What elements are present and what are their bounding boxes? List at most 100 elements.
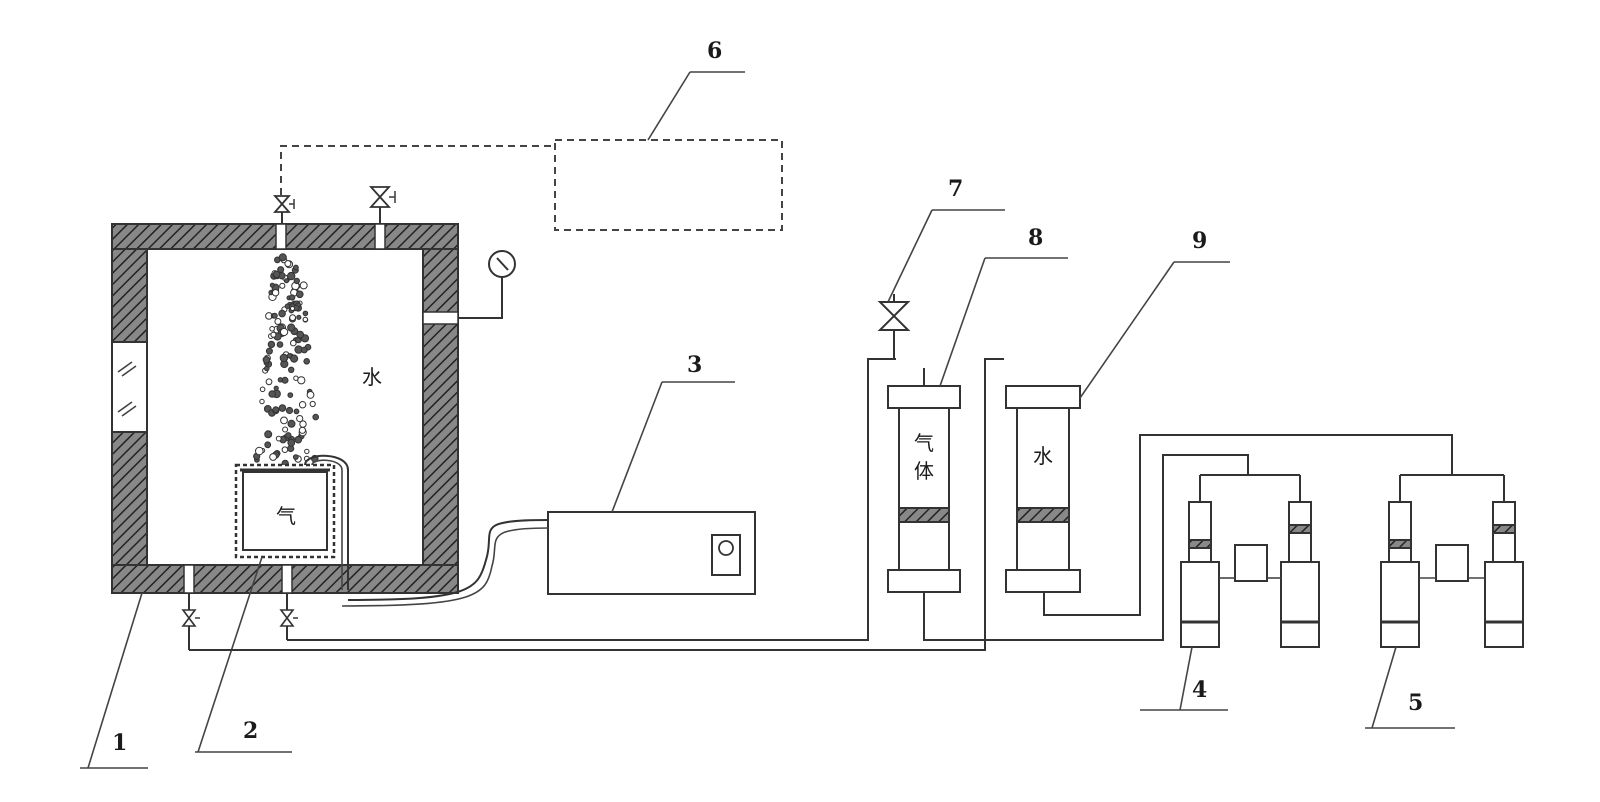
bubble — [277, 377, 284, 383]
distribution-piping — [1150, 454, 1505, 641]
bubble — [279, 282, 286, 289]
bubble — [300, 346, 308, 354]
bubble — [293, 408, 300, 415]
bubble — [285, 406, 294, 415]
bubble — [287, 392, 294, 399]
pressure-gauge-icon — [458, 250, 516, 319]
bubble — [287, 419, 296, 428]
bubble — [296, 415, 304, 423]
bubble — [306, 391, 315, 399]
tank-water-text: 水 — [362, 365, 382, 389]
label-6: 6 — [707, 38, 722, 64]
label-4: 4 — [1192, 677, 1207, 703]
bubble — [275, 435, 282, 442]
bubble — [299, 420, 307, 428]
bottom-piping — [181, 358, 1004, 651]
bubble — [273, 385, 279, 391]
pump-pair-5: 5 — [1365, 501, 1524, 729]
bubble — [309, 400, 316, 408]
bubble — [274, 318, 282, 325]
bubble — [277, 266, 285, 274]
bubble — [268, 390, 277, 398]
inner-gas-text: 气 — [276, 504, 296, 528]
label-9: 9 — [1192, 228, 1207, 254]
bubble — [278, 253, 287, 262]
top-valve-left-icon — [273, 195, 295, 224]
label-7: 7 — [948, 176, 963, 202]
valve-7-icon: 7 — [877, 176, 1005, 359]
label-8: 8 — [1028, 225, 1043, 251]
bubble — [293, 264, 299, 271]
bubble — [262, 356, 271, 364]
bubble — [278, 404, 287, 412]
bubble — [290, 354, 299, 363]
bubble — [298, 426, 306, 434]
bubble — [279, 353, 289, 363]
bubble — [292, 454, 299, 461]
bubble — [287, 323, 296, 332]
bubble — [283, 278, 290, 284]
gas-col-text-1: 气 — [914, 431, 934, 455]
bubble — [284, 303, 291, 309]
bubble-plume — [253, 253, 320, 467]
bubble — [280, 416, 288, 425]
bubble — [259, 398, 265, 405]
bubble — [270, 331, 277, 338]
label-5: 5 — [1408, 690, 1423, 716]
bubble — [312, 413, 320, 421]
bubble — [269, 453, 278, 461]
bubble — [272, 406, 280, 414]
label-3: 3 — [687, 352, 702, 378]
bubble — [290, 306, 295, 311]
bubble — [265, 347, 273, 355]
pump-pair-4: 4 — [1140, 501, 1320, 711]
bubble — [284, 260, 292, 268]
bubble — [259, 386, 266, 393]
bubble — [269, 326, 275, 332]
bubble — [297, 376, 306, 385]
bubble — [280, 327, 289, 337]
bubble — [296, 314, 302, 320]
water-col-text: 水 — [1033, 444, 1053, 468]
bubble — [272, 270, 281, 279]
bubble — [290, 339, 297, 347]
bubble — [296, 290, 304, 299]
bubble — [269, 282, 275, 288]
bubble — [304, 448, 310, 455]
control-unit-6: 6 — [280, 38, 783, 231]
bubble — [302, 310, 309, 317]
bubble — [285, 432, 292, 439]
bubble — [267, 340, 276, 349]
bubble — [294, 435, 303, 444]
bubble — [264, 441, 272, 449]
water-cylinder-9: 水 9 — [1005, 228, 1453, 616]
bubble — [289, 294, 296, 301]
main-tank-1: 水 1 — [80, 223, 459, 769]
bubble — [281, 446, 289, 454]
bubble — [254, 446, 264, 456]
bubble — [289, 314, 297, 322]
bubble — [282, 426, 289, 433]
bubble — [293, 277, 300, 285]
bubble — [264, 430, 273, 439]
bubble — [299, 281, 308, 290]
bubble — [264, 365, 270, 372]
bubble — [302, 316, 308, 323]
bubble — [276, 341, 284, 348]
gas-cylinder-8: 气 体 8 — [887, 225, 1150, 641]
bubble — [278, 309, 286, 318]
bubble — [288, 366, 295, 373]
label-2: 2 — [243, 718, 258, 744]
bubble — [271, 289, 280, 297]
inner-chamber-2: 气 2 — [195, 454, 349, 753]
bubble — [265, 378, 273, 386]
gas-col-text-2: 体 — [914, 459, 934, 483]
bubble — [298, 401, 307, 409]
bubble — [296, 330, 305, 339]
bubble — [287, 271, 296, 281]
circulator-3: 3 — [341, 352, 756, 607]
bubble — [271, 312, 278, 319]
bubble — [286, 353, 293, 359]
